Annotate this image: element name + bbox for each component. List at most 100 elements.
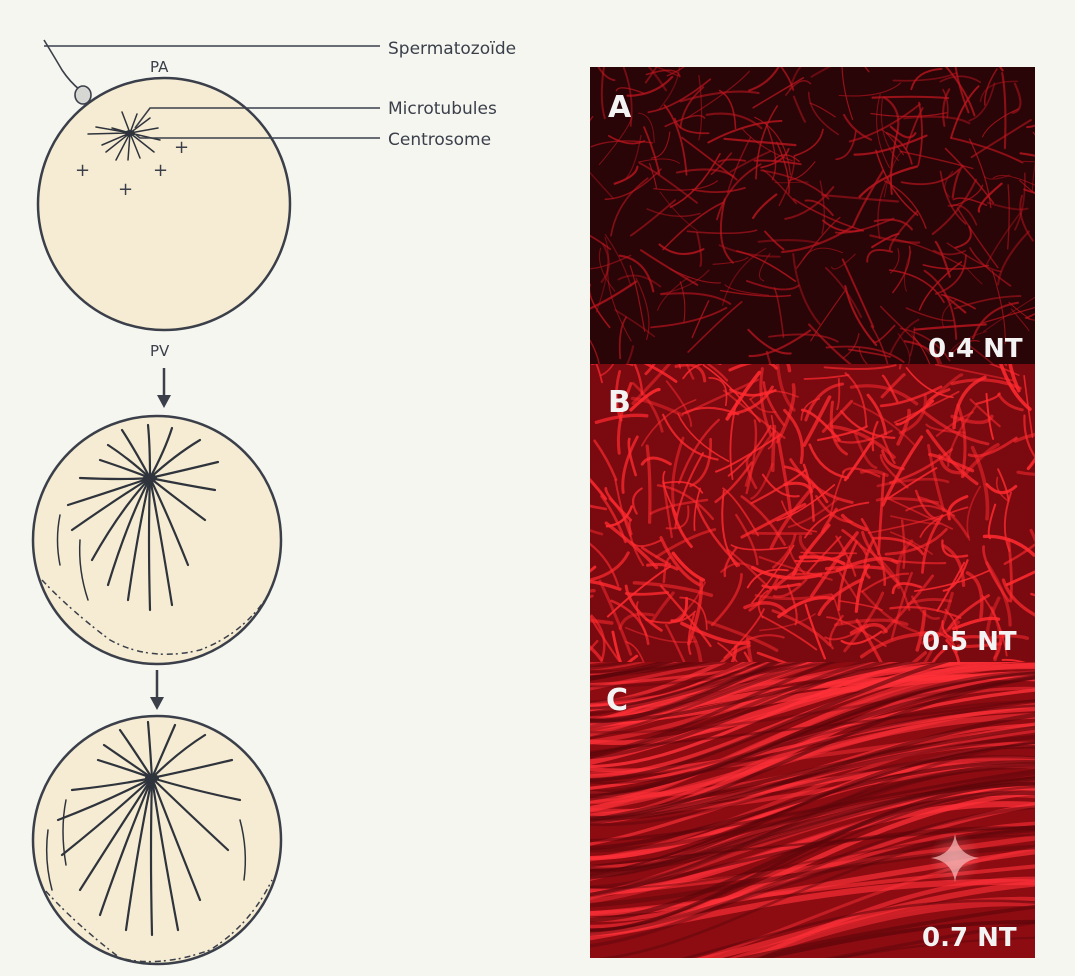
egg-stage-1: + + + + PA PV xyxy=(36,39,292,360)
filament xyxy=(650,591,675,624)
filament xyxy=(855,618,883,662)
label-pole-animal: PA xyxy=(150,58,169,76)
filament xyxy=(696,231,703,267)
filament xyxy=(610,177,649,237)
filament xyxy=(693,487,702,532)
filament xyxy=(644,364,656,376)
filament xyxy=(889,125,917,139)
filament xyxy=(723,137,797,147)
filament xyxy=(590,662,767,710)
filament xyxy=(864,67,870,73)
filament xyxy=(590,848,1035,917)
filament xyxy=(863,539,875,579)
filament xyxy=(745,419,758,495)
filament xyxy=(618,254,655,293)
aster-2 xyxy=(41,423,266,655)
filament xyxy=(800,398,821,421)
filament xyxy=(1010,308,1030,332)
filament xyxy=(838,600,883,611)
filament xyxy=(810,290,846,342)
filament xyxy=(997,468,1010,500)
filament xyxy=(590,704,1035,785)
filament xyxy=(616,382,633,455)
filament xyxy=(600,67,606,120)
filament xyxy=(590,504,608,511)
filament xyxy=(898,394,927,435)
plus-sign-4: + xyxy=(174,137,189,158)
filament xyxy=(841,529,868,556)
filament xyxy=(593,439,618,482)
filament xyxy=(679,281,686,324)
filament xyxy=(590,790,1035,937)
filament xyxy=(590,254,632,270)
filament xyxy=(888,448,953,484)
filament xyxy=(889,531,934,555)
filament xyxy=(942,88,949,119)
filament xyxy=(590,785,1035,932)
filament xyxy=(847,348,891,358)
filament xyxy=(597,828,1035,958)
filament xyxy=(590,662,919,769)
filament xyxy=(829,400,848,456)
filament xyxy=(1026,124,1035,129)
filament xyxy=(892,72,958,82)
filament xyxy=(931,646,949,662)
filament xyxy=(792,253,821,326)
filament xyxy=(893,390,960,424)
filament xyxy=(646,208,701,218)
filament xyxy=(802,463,815,522)
filament xyxy=(729,399,738,481)
filament xyxy=(903,340,940,364)
filament xyxy=(817,577,864,616)
filament xyxy=(590,707,1035,773)
filament xyxy=(712,256,749,265)
filament xyxy=(896,408,911,446)
filament xyxy=(629,264,646,332)
filament xyxy=(780,67,795,91)
filament xyxy=(728,364,778,372)
filament xyxy=(936,561,966,612)
filament xyxy=(1001,658,1026,662)
filament xyxy=(706,364,729,382)
filament xyxy=(943,294,967,314)
filament xyxy=(922,264,989,270)
filament xyxy=(982,306,1035,324)
filament xyxy=(982,534,1035,557)
filament xyxy=(897,333,911,364)
label-centrosome: Centrosome xyxy=(388,130,491,150)
filament xyxy=(1022,160,1035,163)
filament xyxy=(798,535,825,560)
filament xyxy=(687,578,703,646)
filament xyxy=(590,662,755,704)
filament xyxy=(590,790,1035,923)
filament xyxy=(990,606,1002,660)
filament xyxy=(992,175,1035,186)
filament xyxy=(986,201,1029,211)
filament xyxy=(821,399,854,433)
filament xyxy=(968,138,992,209)
filament xyxy=(604,168,662,201)
filament xyxy=(590,759,1035,851)
filament xyxy=(650,306,728,329)
filament xyxy=(658,67,681,110)
filament xyxy=(950,378,1022,390)
filament xyxy=(665,505,690,530)
filament xyxy=(729,150,772,173)
filament xyxy=(1008,364,1021,393)
filament xyxy=(880,373,906,399)
filament xyxy=(590,662,729,707)
filament xyxy=(590,662,890,760)
filament xyxy=(825,345,905,363)
filament xyxy=(590,662,938,745)
filament xyxy=(967,436,1018,458)
filament xyxy=(607,264,632,342)
filament xyxy=(941,620,966,643)
filament xyxy=(600,243,610,283)
filament xyxy=(649,162,657,190)
filament xyxy=(841,67,854,121)
egg-stage-2 xyxy=(31,414,283,666)
filament xyxy=(997,392,1024,412)
filament xyxy=(629,387,661,412)
filament xyxy=(824,565,884,571)
filament xyxy=(595,364,603,384)
